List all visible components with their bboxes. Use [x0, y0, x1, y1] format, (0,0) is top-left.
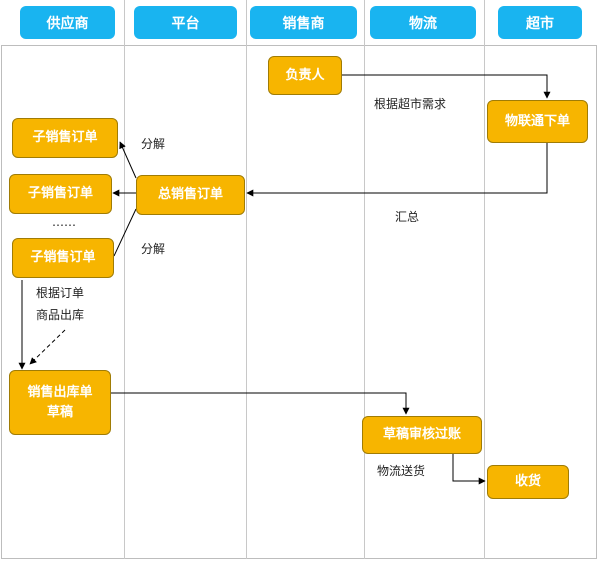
connector-dashed-to-outbound: [29, 329, 66, 365]
node-total-sales-order: 总销售订单: [136, 175, 245, 215]
lane-header-supermarket: 超市: [498, 6, 582, 39]
node-outbound-draft: 销售出库单 草稿: [9, 370, 111, 435]
lane-divider: [484, 0, 485, 559]
node-total-sales-order-label: 总销售订单: [157, 187, 223, 202]
connector-review-to-receive: [452, 454, 486, 485]
node-sub-sales-order-label: 子销售订单: [30, 250, 96, 265]
label-ellipsis: ……: [52, 215, 76, 229]
node-receive-goods-label: 收货: [514, 474, 541, 489]
node-superlink-order-label: 物联通下单: [504, 113, 570, 129]
node-receive-goods: 收货: [487, 465, 569, 499]
lane-header-supplier: 供应商: [20, 6, 115, 39]
lane-header-logistics: 物流: [370, 6, 476, 39]
lane-divider: [124, 0, 125, 559]
node-manager: 负责人: [268, 56, 342, 95]
label-market-demand: 根据超市需求: [374, 97, 447, 111]
node-outbound-draft-label: 销售出库单 草稿: [27, 384, 93, 420]
node-draft-review-posting-label: 草稿审核过账: [382, 427, 461, 442]
diagram-frame: [1, 45, 597, 559]
node-sub-sales-order: 子销售订单: [9, 174, 112, 214]
node-superlink-order: 物联通下单: [487, 100, 588, 143]
node-draft-review-posting: 草稿审核过账: [362, 416, 482, 454]
lane-divider: [246, 0, 247, 559]
connector-total-to-sub-1: [119, 141, 137, 179]
connector-outbound-to-review: [111, 392, 410, 415]
lane-header-seller: 销售商: [250, 6, 357, 39]
node-sub-sales-order: 子销售订单: [12, 118, 118, 158]
label-by-order-outbound: 根据订单 商品出库: [36, 286, 85, 322]
label-split: 分解: [141, 137, 166, 151]
lane-divider: [364, 0, 365, 559]
label-summary: 汇总: [395, 210, 420, 224]
label-split: 分解: [141, 242, 166, 256]
node-sub-sales-order: 子销售订单: [12, 238, 114, 278]
connector-total-to-sub-3: [113, 208, 137, 257]
lane-header-platform: 平台: [134, 6, 237, 39]
label-logistics-delivery: 物流送货: [377, 464, 426, 478]
node-sub-sales-order-label: 子销售订单: [32, 130, 98, 145]
connector-superlink-to-total: [246, 143, 548, 197]
node-manager-label: 负责人: [285, 67, 325, 83]
connector-manager-to-superlink: [342, 74, 551, 99]
node-sub-sales-order-label: 子销售订单: [27, 186, 93, 201]
